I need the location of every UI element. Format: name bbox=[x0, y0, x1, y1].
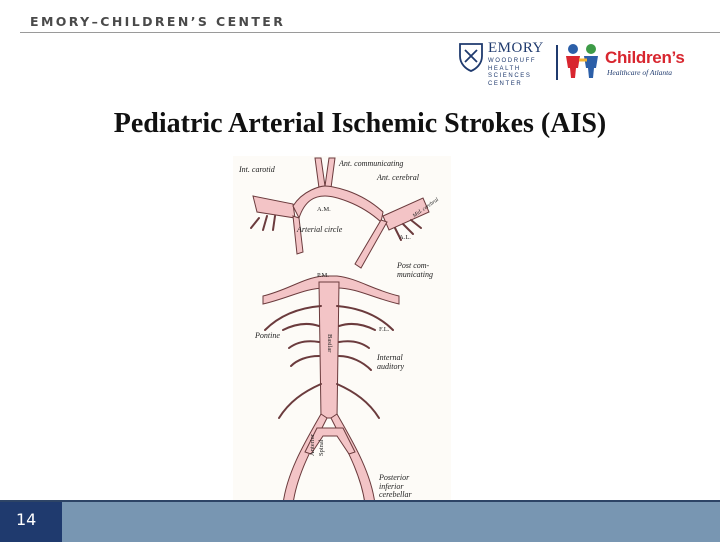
artery-ant-cerebral-left bbox=[314, 157, 326, 189]
slide-title: Pediatric Arterial Ischemic Strokes (AIS… bbox=[113, 108, 607, 139]
label-ant-communicating: Ant. communicating bbox=[339, 159, 404, 168]
label-basilar: Basilar bbox=[326, 334, 333, 353]
label-pontine: Pontine bbox=[255, 331, 280, 340]
label-posterior-inferior-cerebellar: Posterior inferior cerebellar bbox=[379, 473, 412, 499]
label-ant-cerebral: Ant. cerebral bbox=[377, 173, 419, 182]
artery-ant-cerebral-right bbox=[324, 157, 336, 189]
artery-post-communicating-left bbox=[292, 215, 304, 255]
label-int-carotid: Int. carotid bbox=[239, 165, 275, 174]
logo-divider bbox=[556, 45, 558, 80]
arteries-diagram bbox=[250, 157, 430, 505]
label-anterior-spinal: Anterior Spinal bbox=[309, 433, 325, 456]
label-am: A.M. bbox=[317, 206, 331, 213]
childrens-subtitle: Healthcare of Atlanta bbox=[607, 68, 672, 77]
childrens-wordmark: Children’s bbox=[605, 48, 685, 67]
artery-int-carotid-left bbox=[252, 195, 296, 219]
artery-post-communicating-right bbox=[354, 219, 388, 269]
footer-bar: 14 bbox=[0, 500, 720, 542]
label-pm: P.M. bbox=[317, 272, 329, 279]
childrens-figures-icon bbox=[566, 44, 598, 78]
artery-anterior-spinal bbox=[304, 427, 356, 455]
emory-wordmark: EMORY bbox=[488, 40, 544, 56]
artery-int-carotid-right bbox=[382, 197, 430, 231]
header-title: EMORY–CHILDREN’S CENTER bbox=[30, 14, 286, 29]
emory-subtitle: WOODRUFF HEALTH SCIENCES CENTER bbox=[488, 58, 537, 87]
slide-number: 14 bbox=[16, 510, 37, 529]
emory-logo: EMORY WOODRUFF HEALTH SCIENCES CENTER bbox=[456, 40, 546, 90]
label-al: A.L. bbox=[399, 234, 411, 241]
childrens-logo: Children’s Healthcare of Atlanta bbox=[562, 40, 692, 84]
slide-number-box: 14 bbox=[0, 502, 62, 542]
label-fl: F.L. bbox=[379, 326, 390, 333]
emory-shield-icon bbox=[459, 43, 483, 72]
header-divider bbox=[20, 32, 720, 33]
label-internal-auditory: Internal auditory bbox=[377, 353, 405, 371]
label-post-communicating: Post com- municating bbox=[397, 261, 433, 279]
artery-arterial-circle bbox=[292, 185, 384, 223]
label-arterial-circle: Arterial circle bbox=[297, 225, 343, 234]
arterial-circle-illustration: Int. carotid Ant. communicating Ant. cer… bbox=[233, 156, 451, 506]
